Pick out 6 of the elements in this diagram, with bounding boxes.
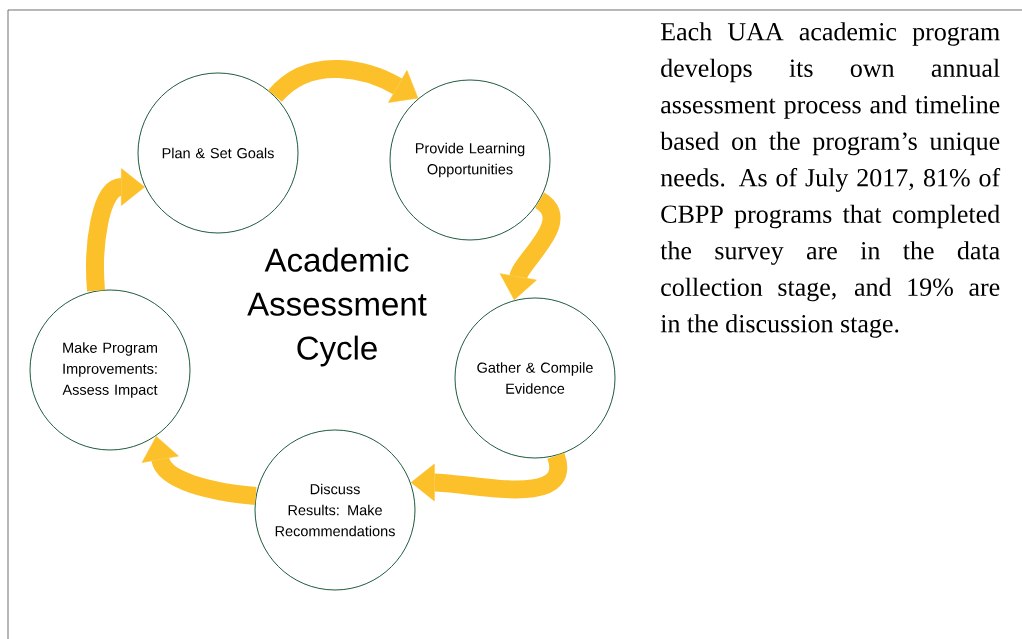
curved-arrow [499,193,561,301]
cycle-title: Academic Assessment Cycle [247,247,427,367]
curved-arrow [410,453,568,502]
description-paragraph: Each UAA academic program develops its own annual assessment process and timeline based on the program’s unique needs. As of July 2017, 81% of CBPP programs that completed the survey are in the data collection stage, and 19% are in the discussion stage. [660,22,1001,338]
curved-arrow [141,436,257,505]
curved-arrow [86,168,145,292]
